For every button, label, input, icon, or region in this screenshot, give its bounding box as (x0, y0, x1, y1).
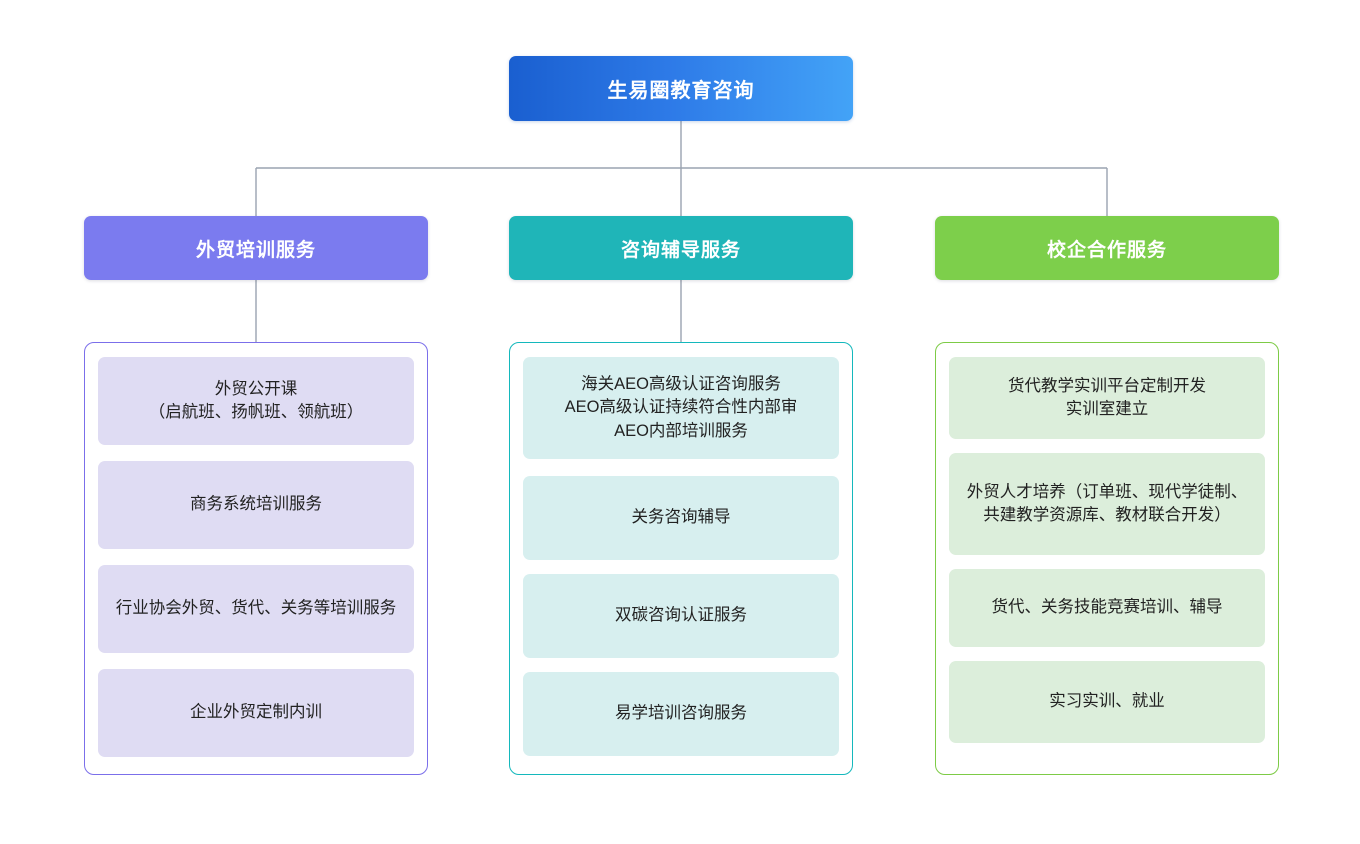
leaf-item[interactable]: 关务咨询辅导 (523, 476, 839, 560)
leaf-item[interactable]: 海关AEO高级认证咨询服务 AEO高级认证持续符合性内部审 AEO内部培训服务 (523, 357, 839, 459)
branch-header-label-2: 校企合作服务 (1046, 239, 1167, 261)
leaf-item[interactable]: 实习实训、就业 (949, 661, 1265, 743)
leaf-item[interactable]: 易学培训咨询服务 (523, 672, 839, 756)
branch-header-label-0: 外贸培训服务 (195, 239, 316, 261)
branch-header-label-1: 咨询辅导服务 (620, 239, 741, 261)
branch-header-1[interactable]: 咨询辅导服务 (509, 216, 853, 280)
branch-header-2[interactable]: 校企合作服务 (935, 216, 1279, 280)
leaf-item[interactable]: 行业协会外贸、货代、关务等培训服务 (98, 565, 414, 653)
branch-header-0[interactable]: 外贸培训服务 (84, 216, 428, 280)
leaf-item[interactable]: 双碳咨询认证服务 (523, 574, 839, 658)
leaf-item[interactable]: 货代、关务技能竞赛培训、辅导 (949, 569, 1265, 647)
root-node-label: 生易圈教育咨询 (607, 80, 755, 102)
leaf-item[interactable]: 企业外贸定制内训 (98, 669, 414, 757)
branch-panel-1: 海关AEO高级认证咨询服务 AEO高级认证持续符合性内部审 AEO内部培训服务 … (509, 342, 853, 775)
branch-panel-2: 货代教学实训平台定制开发 实训室建立 外贸人才培养（订单班、现代学徒制、共建教学… (935, 342, 1279, 775)
leaf-item[interactable]: 外贸人才培养（订单班、现代学徒制、共建教学资源库、教材联合开发） (949, 453, 1265, 555)
branch-panel-0: 外贸公开课 （启航班、扬帆班、领航班） 商务系统培训服务 行业协会外贸、货代、关… (84, 342, 428, 775)
branch-column-0: 外贸培训服务 外贸公开课 （启航班、扬帆班、领航班） 商务系统培训服务 行业协会… (84, 216, 428, 775)
branch-column-2: 校企合作服务 货代教学实训平台定制开发 实训室建立 外贸人才培养（订单班、现代学… (935, 216, 1279, 775)
leaf-item[interactable]: 外贸公开课 （启航班、扬帆班、领航班） (98, 357, 414, 445)
branch-column-1: 咨询辅导服务 海关AEO高级认证咨询服务 AEO高级认证持续符合性内部审 AEO… (509, 216, 853, 775)
leaf-item[interactable]: 商务系统培训服务 (98, 461, 414, 549)
root-node[interactable]: 生易圈教育咨询 (509, 56, 853, 121)
leaf-item[interactable]: 货代教学实训平台定制开发 实训室建立 (949, 357, 1265, 439)
